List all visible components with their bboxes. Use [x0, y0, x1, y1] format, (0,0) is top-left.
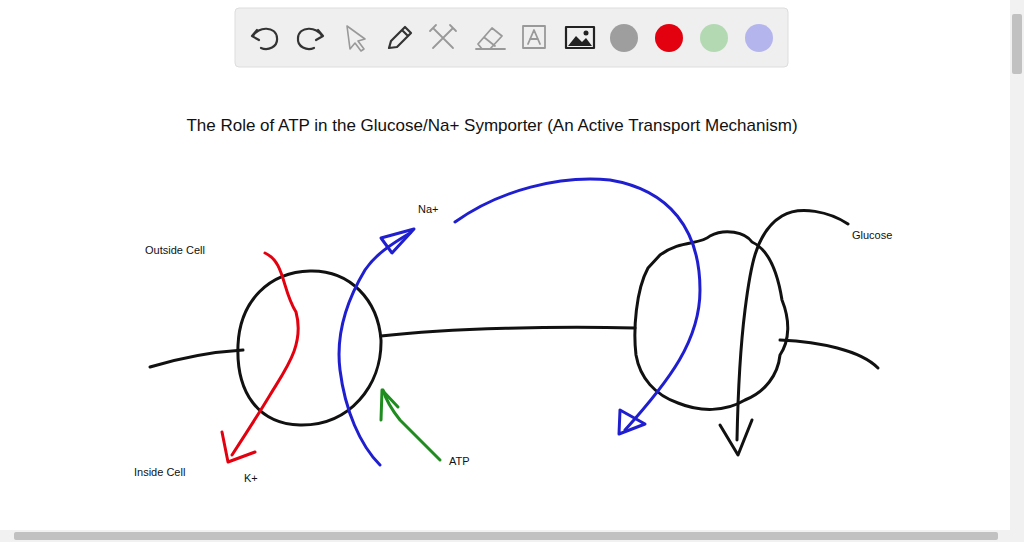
sodium-potassium-pump — [238, 271, 381, 425]
arrowhead — [222, 432, 255, 462]
scrollbar-thumb — [1012, 14, 1022, 74]
region-label: Inside Cell — [134, 466, 185, 479]
sodium-return-arrow — [455, 179, 700, 430]
arrowhead — [720, 420, 752, 455]
image-icon — [566, 27, 594, 48]
redo-icon — [298, 29, 323, 49]
color-swatch-green — [700, 24, 728, 52]
image-icon-mountain — [568, 36, 592, 46]
ion-label: Na+ — [418, 203, 439, 216]
color-swatch-red — [655, 24, 683, 52]
scrollbar-thumb — [14, 532, 998, 540]
arrowhead — [619, 410, 645, 434]
membrane — [381, 327, 635, 336]
pencil-icon — [389, 27, 411, 48]
arrowhead — [381, 229, 414, 253]
sodium-arrow — [339, 233, 410, 465]
diagram-title: The Role of ATP in the Glucose/Na+ Sympo… — [186, 116, 797, 136]
tools-icon — [430, 25, 456, 48]
toolbar — [235, 8, 788, 67]
molecule-label: Glucose — [852, 229, 892, 242]
arrowhead — [381, 390, 398, 420]
eraser-icon — [476, 28, 505, 49]
region-label: Outside Cell — [145, 244, 205, 257]
glucose-arrow — [737, 211, 848, 440]
membrane — [780, 340, 878, 368]
potassium-arrow — [232, 253, 298, 455]
select-icon — [347, 26, 365, 51]
undo-icon — [252, 29, 277, 49]
glucose-sodium-symporter — [635, 232, 788, 410]
scrollbar-track — [0, 530, 1010, 542]
text-tool-icon — [523, 26, 545, 48]
color-swatch-grey — [610, 24, 638, 52]
color-swatch-lavender — [745, 24, 773, 52]
scrollbar-track — [1010, 0, 1024, 542]
toolbar-panel — [235, 8, 788, 67]
image-icon-sun — [584, 31, 589, 36]
molecule-label: ATP — [449, 455, 470, 468]
membrane — [150, 350, 243, 367]
ion-label: K+ — [244, 472, 258, 485]
